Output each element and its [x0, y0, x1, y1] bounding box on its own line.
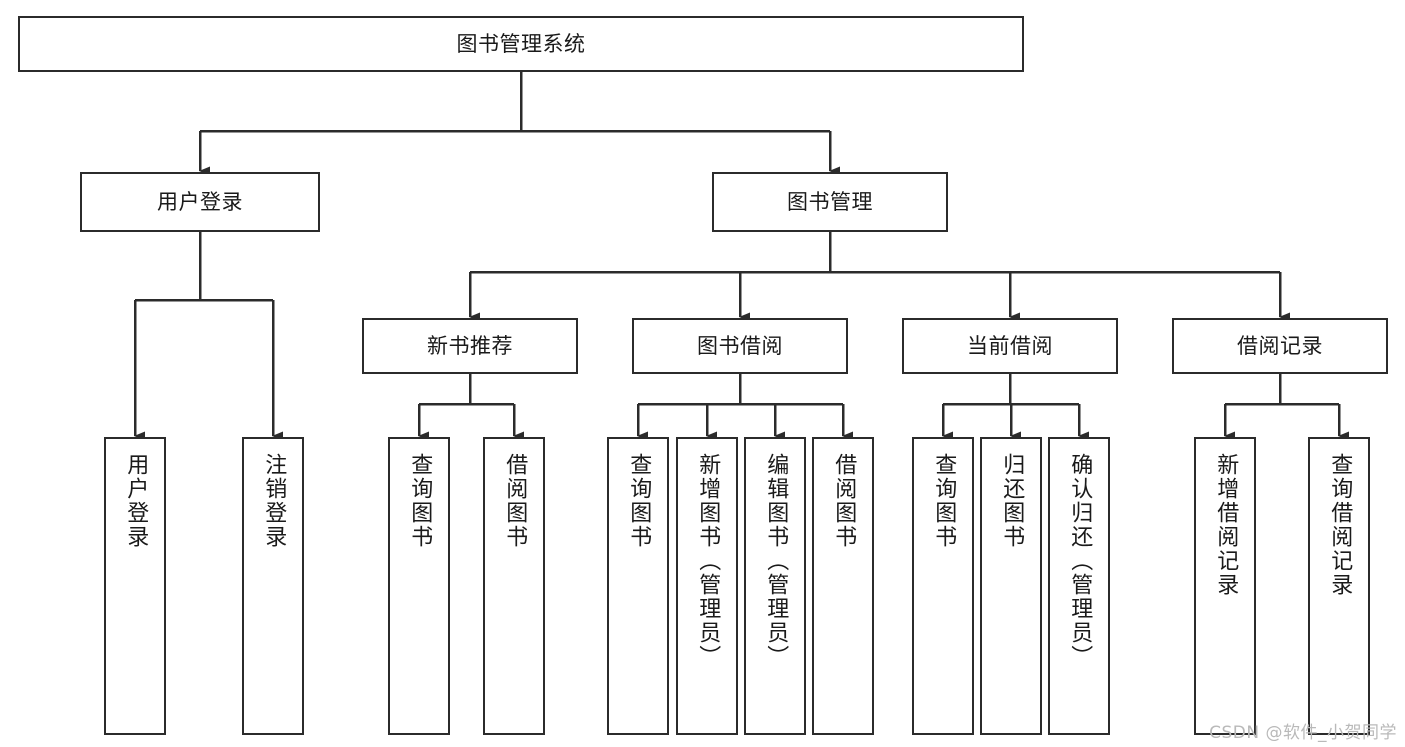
node-label: 用户登录 [123, 453, 149, 549]
node-leaf-confirm-return[interactable]: 确认归还（管理员） [1048, 437, 1110, 735]
node-book-manage[interactable]: 图书管理 [712, 172, 948, 232]
node-label: 借阅图书 [502, 453, 528, 549]
node-label: 查询图书 [626, 453, 652, 549]
node-label: 查询图书 [407, 453, 433, 549]
node-label: 图书管理 [787, 189, 873, 214]
node-leaf-query-book-2[interactable]: 查询图书 [607, 437, 669, 735]
node-leaf-add-book[interactable]: 新增图书（管理员） [676, 437, 738, 735]
node-label: 用户登录 [157, 189, 243, 214]
node-new-book-rec[interactable]: 新书推荐 [362, 318, 578, 374]
node-label: 图书管理系统 [456, 31, 586, 56]
node-leaf-return-book[interactable]: 归还图书 [980, 437, 1042, 735]
node-label: 确认归还（管理员） [1067, 453, 1093, 669]
node-leaf-edit-book[interactable]: 编辑图书（管理员） [744, 437, 806, 735]
node-label: 新增图书（管理员） [695, 453, 721, 669]
node-leaf-add-record[interactable]: 新增借阅记录 [1194, 437, 1256, 735]
node-root[interactable]: 图书管理系统 [18, 16, 1024, 72]
node-label: 归还图书 [999, 453, 1025, 549]
csdn-watermark: CSDN @软件_小贺同学 [1209, 723, 1397, 743]
node-label: 编辑图书（管理员） [763, 453, 789, 669]
node-label: 注销登录 [261, 453, 287, 549]
node-leaf-borrow-book-2[interactable]: 借阅图书 [812, 437, 874, 735]
node-leaf-borrow-book-1[interactable]: 借阅图书 [483, 437, 545, 735]
node-label: 新增借阅记录 [1213, 453, 1239, 597]
node-leaf-user-login[interactable]: 用户登录 [104, 437, 166, 735]
node-book-borrow[interactable]: 图书借阅 [632, 318, 848, 374]
node-leaf-query-book-1[interactable]: 查询图书 [388, 437, 450, 735]
node-label: 查询图书 [931, 453, 957, 549]
node-label: 借阅图书 [831, 453, 857, 549]
node-leaf-logout-login[interactable]: 注销登录 [242, 437, 304, 735]
node-user-login[interactable]: 用户登录 [80, 172, 320, 232]
node-borrow-record[interactable]: 借阅记录 [1172, 318, 1388, 374]
node-label: 当前借阅 [967, 333, 1053, 358]
node-label: 新书推荐 [427, 333, 513, 358]
node-leaf-query-record[interactable]: 查询借阅记录 [1308, 437, 1370, 735]
node-leaf-query-book-3[interactable]: 查询图书 [912, 437, 974, 735]
node-current-borrow[interactable]: 当前借阅 [902, 318, 1118, 374]
node-label: 借阅记录 [1237, 333, 1323, 358]
node-label: 图书借阅 [697, 333, 783, 358]
node-label: 查询借阅记录 [1327, 453, 1353, 597]
